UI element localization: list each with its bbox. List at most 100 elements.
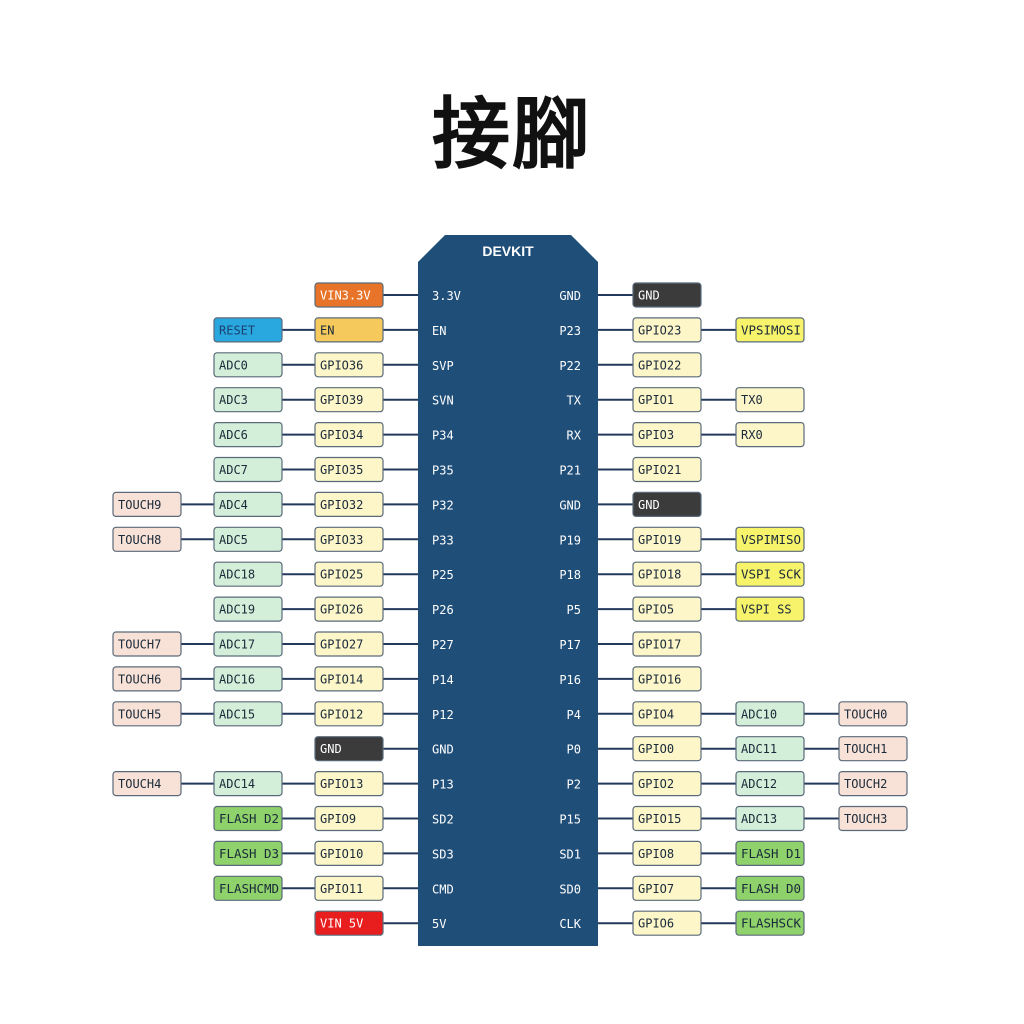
label-box (314, 666, 384, 692)
right-pin-sd1: SD1 (559, 847, 581, 861)
label-box (735, 770, 805, 797)
label-box (632, 805, 702, 832)
label-text: FLASHSCK (741, 917, 802, 931)
label-text: ADC19 (219, 603, 255, 617)
pin-label-gpio: GPIO18 (632, 561, 702, 587)
pin-label-gpio: GPIO35 (314, 456, 384, 483)
right-pin-p21: P21 (559, 464, 581, 478)
label-text: ADC7 (219, 463, 248, 477)
pin-label-gpio: GPIO15 (632, 805, 702, 832)
right-pin-p19: P19 (559, 533, 581, 547)
label-text: GPIO17 (638, 638, 681, 652)
pin-label-gpio: GPIO9 (314, 805, 384, 832)
pin-label-touch: TOUCH1 (838, 736, 908, 762)
pin-label-gpio: GPIO25 (314, 561, 384, 587)
pin-label-touch: TOUCH4 (112, 770, 182, 797)
pin-label-gpio: GPIO13 (314, 770, 384, 797)
pin-label-adc: ADC14 (213, 770, 283, 797)
label-box (314, 352, 384, 378)
label-box (112, 526, 182, 552)
label-box (112, 666, 182, 692)
right-pin-p18: P18 (559, 568, 581, 582)
pin-label-flash: FLASH D3 (213, 840, 283, 867)
label-text: VPSIMOSI (741, 323, 801, 337)
pin-label-gnd: GND (632, 282, 702, 308)
label-text: GPIO33 (320, 533, 363, 547)
left-pin-sd2: SD2 (432, 813, 454, 827)
label-box (735, 875, 805, 901)
label-text: GPIO7 (638, 882, 674, 896)
label-box (632, 910, 702, 936)
label-box (213, 491, 283, 517)
label-text: GPIO15 (638, 812, 681, 826)
pin-label-adc: ADC7 (213, 456, 283, 483)
label-text: ADC5 (219, 533, 248, 547)
label-text: VSPI SCK (741, 568, 802, 582)
pin-label-vspi: VSPIMISO (735, 526, 805, 552)
label-text: ADC17 (219, 638, 255, 652)
pin-label-gpio: GPIO17 (632, 631, 702, 657)
label-box (314, 875, 384, 901)
pin-names: 3.3VENSVPSVNP34P35P32P33P25P26P27P14P12G… (432, 289, 582, 931)
label-text: GPIO13 (320, 777, 363, 791)
label-box (632, 387, 702, 413)
label-text: GPIO11 (320, 882, 363, 896)
pin-label-gpio: GPIO6 (632, 910, 702, 936)
label-box (213, 526, 283, 552)
label-box (213, 840, 283, 867)
label-text: TOUCH0 (844, 707, 887, 721)
label-text: TOUCH3 (844, 812, 887, 826)
label-text: FLASH D2 (219, 812, 279, 826)
label-text: VIN 5V (320, 917, 363, 931)
label-box (213, 805, 283, 832)
label-box (112, 631, 182, 657)
right-pin-p4: P4 (567, 708, 581, 722)
label-box (314, 736, 384, 762)
pin-label-adc: ADC15 (213, 701, 283, 727)
pin-label-gpio: GPIO0 (632, 736, 702, 762)
label-box (314, 596, 384, 622)
label-box (213, 666, 283, 692)
left-pin-cmd: CMD (432, 882, 454, 896)
label-text: GPIO22 (638, 358, 681, 372)
label-text: GPIO39 (320, 393, 363, 407)
label-box (735, 840, 805, 867)
pin-label-gnd: GND (314, 736, 384, 762)
pin-label-touch: TOUCH8 (112, 526, 182, 552)
pin-labels: VIN3.3VENRESETGPIO36ADC0GPIO39ADC3GPIO34… (112, 282, 908, 936)
label-box (314, 456, 384, 483)
label-text: GPIO14 (320, 672, 363, 686)
label-text: GND (320, 742, 342, 756)
pin-label-adc: ADC13 (735, 805, 805, 832)
label-box (632, 456, 702, 483)
pin-label-gpio: GPIO11 (314, 875, 384, 901)
right-pin-gnd: GND (559, 289, 581, 303)
label-text: ADC12 (741, 777, 777, 791)
label-box (213, 875, 283, 901)
pin-label-flash: FLASHSCK (735, 910, 805, 936)
left-pin-p14: P14 (432, 673, 454, 687)
label-text: GPIO21 (638, 463, 681, 477)
label-text: TOUCH4 (118, 777, 161, 791)
label-box (213, 387, 283, 413)
pin-label-flash: FLASH D1 (735, 840, 805, 867)
label-text: RESET (219, 323, 255, 337)
right-pin-p23: P23 (559, 324, 581, 338)
pin-label-en: EN (314, 317, 384, 343)
label-box (735, 596, 805, 622)
left-pin-en: EN (432, 324, 446, 338)
label-text: GPIO3 (638, 428, 674, 442)
left-pin-p33: P33 (432, 533, 454, 547)
label-box (735, 701, 805, 727)
label-box (735, 317, 805, 343)
label-text: GPIO36 (320, 358, 363, 372)
label-text: GPIO16 (638, 672, 681, 686)
pin-label-touch: TOUCH7 (112, 631, 182, 657)
pin-label-gpio: GPIO26 (314, 596, 384, 622)
label-box (213, 422, 283, 448)
pin-label-flash: FLASHCMD (213, 875, 283, 901)
label-box (735, 561, 805, 587)
right-pin-clk: CLK (559, 917, 581, 931)
label-box (632, 770, 702, 797)
label-box (112, 701, 182, 727)
